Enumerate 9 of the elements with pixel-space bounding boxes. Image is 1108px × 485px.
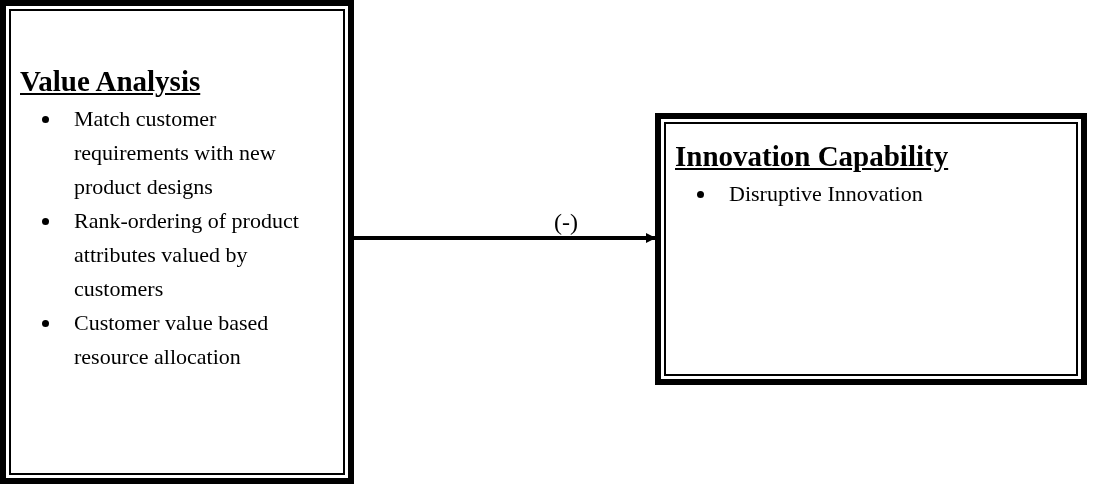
text-box — [0, 0, 354, 484]
bullet-text: Customer value based resource allocation — [74, 309, 270, 371]
bullet-text: Rank-ordering of product attributes valued by customers — [74, 207, 300, 303]
text-box — [655, 113, 1087, 385]
box-heading: Value Analysis — [20, 64, 201, 98]
arrow — [354, 233, 656, 243]
box-heading: Innovation Capability — [675, 139, 949, 173]
bullet-text: Match customer requirements with new product designs — [74, 105, 277, 201]
bullet-text: Disruptive Innovation — [729, 180, 924, 208]
